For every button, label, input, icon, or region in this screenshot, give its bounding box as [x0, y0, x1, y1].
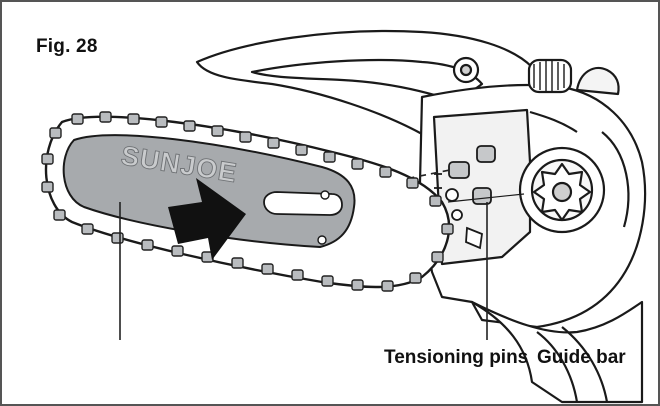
figure-label: Fig. 28	[36, 36, 98, 57]
tensioning-pin-hardware	[434, 145, 525, 250]
direction-arrow-icon	[168, 178, 246, 260]
leader-lines	[119, 202, 488, 340]
callout-tensioning-pins: Tensioning pins	[384, 347, 529, 368]
callout-guide-bar: Guide bar	[537, 347, 626, 368]
guide-bar-hole-bottom	[317, 235, 327, 245]
saw-body	[195, 29, 647, 404]
chain-teeth	[41, 111, 454, 292]
guide-bar-slot	[263, 191, 343, 216]
guide-bar-hole-top	[320, 190, 330, 200]
